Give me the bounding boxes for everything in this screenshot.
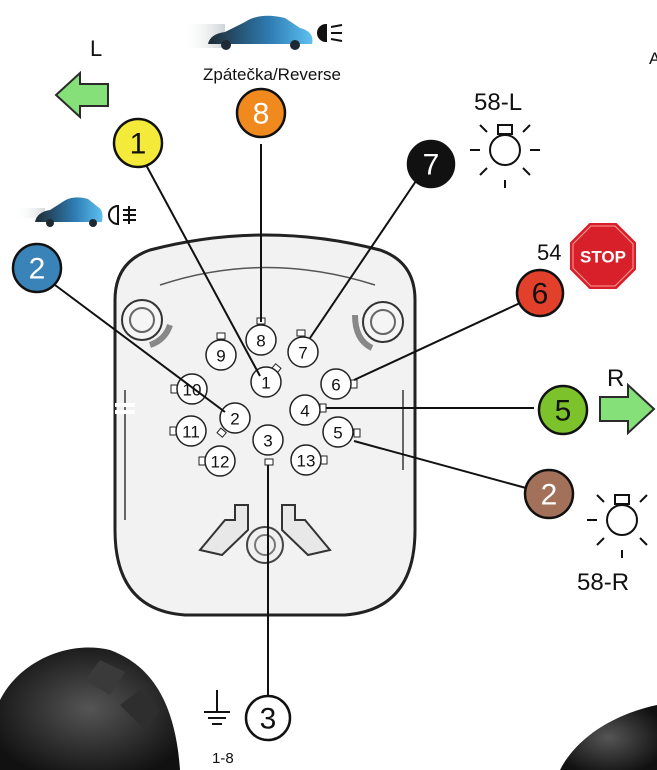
- pin-8: 8: [245, 317, 277, 356]
- pin-5: 5: [322, 416, 361, 448]
- pin-4: 4: [289, 394, 327, 426]
- pin-11: 11: [169, 415, 207, 447]
- leader-2-brown: [353, 440, 527, 489]
- svg-text:1: 1: [261, 374, 270, 393]
- reverse-lamp-icon: [317, 23, 343, 43]
- left-arrow-icon: [54, 70, 109, 120]
- svg-text:8: 8: [256, 332, 265, 351]
- svg-text:2: 2: [230, 410, 239, 429]
- stop-number-label: 54: [537, 240, 561, 265]
- svg-text:6: 6: [532, 278, 549, 311]
- svg-text:3: 3: [263, 432, 272, 451]
- leader-2-fog: [54, 284, 226, 413]
- svg-text:7: 7: [423, 149, 440, 182]
- fog-car-icon: [15, 197, 103, 227]
- svg-text:11: 11: [182, 423, 200, 442]
- ground-label: 1-8: [212, 750, 234, 767]
- svg-text:13: 13: [297, 452, 316, 471]
- badge-2-fog: 2: [11, 242, 63, 294]
- fog-lamp-icon: [108, 204, 136, 226]
- left-label: L: [90, 36, 102, 61]
- ground-icon: [204, 690, 230, 725]
- svg-text:STOP: STOP: [580, 248, 626, 267]
- svg-text:6: 6: [331, 376, 340, 395]
- right-position-label: 58-R: [577, 569, 629, 596]
- svg-text:12: 12: [211, 453, 230, 472]
- corner-letter: A: [649, 49, 657, 68]
- badge-8: 8: [235, 87, 287, 139]
- svg-text:9: 9: [216, 347, 225, 366]
- svg-text:2: 2: [541, 479, 558, 512]
- svg-text:10: 10: [183, 381, 202, 400]
- pin-9: 9: [205, 332, 237, 371]
- pin-6: 6: [320, 368, 358, 400]
- leader-1: [144, 162, 261, 377]
- left-position-label: 58-L: [474, 89, 522, 116]
- leader-6: [353, 302, 521, 381]
- svg-text:7: 7: [298, 344, 307, 363]
- svg-text:5: 5: [333, 424, 342, 443]
- badge-7: 7: [406, 139, 456, 189]
- svg-text:2: 2: [29, 253, 46, 286]
- pin-12: 12: [198, 445, 236, 477]
- right-label: R: [607, 365, 624, 392]
- svg-text:4: 4: [300, 402, 309, 421]
- leader-7: [309, 177, 419, 339]
- pin-2: 2: [216, 402, 251, 438]
- pin-7: 7: [287, 329, 319, 368]
- badge-2-brown: 2: [523, 468, 575, 520]
- right-bulb-icon: [587, 494, 648, 558]
- reverse-label: Zpátečka/Reverse: [203, 65, 341, 84]
- pin-3: 3: [252, 424, 284, 466]
- badge-1: 1: [112, 117, 164, 169]
- reverse-car-icon: [180, 15, 313, 50]
- pin-group: 9 8 7 1 6 10 2 4 11 3 5 12 13: [169, 317, 361, 477]
- leader-lines: [54, 144, 534, 697]
- pin-13: 13: [290, 444, 328, 476]
- tire-right-image: [560, 705, 657, 770]
- badge-6: 6: [515, 268, 565, 318]
- left-bulb-icon: [470, 124, 540, 188]
- badge-5: 5: [537, 384, 589, 436]
- stop-sign-icon: STOP: [568, 221, 638, 291]
- svg-text:1: 1: [130, 128, 147, 161]
- svg-text:3: 3: [260, 703, 277, 736]
- right-arrow-icon: [599, 382, 656, 436]
- tire-left-image: [0, 647, 180, 770]
- badge-3: 3: [244, 694, 292, 742]
- svg-text:8: 8: [253, 98, 270, 131]
- svg-text:5: 5: [555, 395, 572, 428]
